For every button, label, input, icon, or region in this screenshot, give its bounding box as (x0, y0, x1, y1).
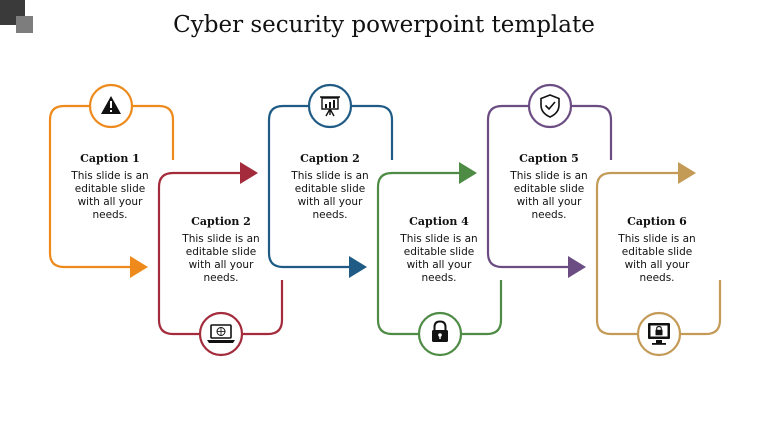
step-5-arrow (568, 256, 586, 278)
step-6-caption: Caption 6 (627, 215, 687, 228)
padlock-icon (417, 311, 463, 357)
step-5-bracket (486, 104, 613, 269)
monitor-lock-icon (636, 311, 682, 357)
slide-title: Cyber security powerpoint template (173, 12, 595, 38)
step-4-caption: Caption 4 (409, 215, 469, 228)
step-1-text: This slide is an editable slide with all… (71, 170, 149, 221)
step-3-bracket (267, 104, 394, 269)
step-1-arrow (130, 256, 148, 278)
step-3-caption: Caption 2 (300, 152, 360, 165)
step-5-caption: Caption 5 (519, 152, 579, 165)
step-1-caption: Caption 1 (80, 152, 140, 165)
step-3-card: Caption 2 This slide is an editable slid… (284, 152, 376, 222)
step-1-card: Caption 1 This slide is an editable slid… (64, 152, 156, 222)
step-2-text: This slide is an editable slide with all… (182, 233, 260, 284)
shield-check-icon (527, 83, 573, 129)
warning-icon (88, 83, 134, 129)
step-6-card: Caption 6 This slide is an editable slid… (611, 215, 703, 285)
step-6-bracket (595, 171, 722, 336)
step-3-arrow (349, 256, 367, 278)
step-5-text: This slide is an editable slide with all… (510, 170, 588, 221)
corner-decoration-light (16, 16, 33, 33)
step-4-text: This slide is an editable slide with all… (400, 233, 478, 284)
step-5-card: Caption 5 This slide is an editable slid… (503, 152, 595, 222)
step-4-arrow (459, 162, 477, 184)
step-3-text: This slide is an editable slide with all… (291, 170, 369, 221)
step-6-arrow (678, 162, 696, 184)
step-2-bracket (157, 171, 284, 336)
laptop-globe-icon (198, 311, 244, 357)
step-4-bracket (376, 171, 503, 336)
presentation-chart-icon (307, 83, 353, 129)
step-6-text: This slide is an editable slide with all… (618, 233, 696, 284)
step-2-caption: Caption 2 (191, 215, 251, 228)
step-2-card: Caption 2 This slide is an editable slid… (175, 215, 267, 285)
step-1-bracket (48, 104, 175, 269)
step-4-card: Caption 4 This slide is an editable slid… (393, 215, 485, 285)
step-2-arrow (240, 162, 258, 184)
